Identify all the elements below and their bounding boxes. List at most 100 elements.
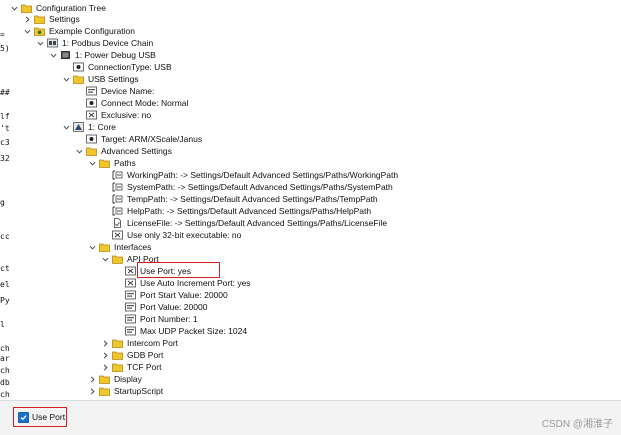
tree-node-label: USB Settings	[88, 74, 139, 84]
tree-node-settings[interactable]: Settings	[23, 13, 80, 25]
chevron-down-icon[interactable]	[62, 121, 71, 133]
tree-node-label: Advanced Settings	[101, 146, 172, 156]
tree-node-device-name[interactable]: Device Name:	[75, 85, 154, 97]
tree-node-label: Port Start Value: 20000	[140, 290, 228, 300]
tree-node-tcf[interactable]: TCF Port	[101, 361, 161, 373]
tree-node-display[interactable]: Display	[88, 373, 142, 385]
tree-spacer	[101, 205, 110, 217]
folder-icon	[112, 254, 123, 264]
tree-spacer	[101, 169, 110, 181]
tree-spacer	[62, 61, 71, 73]
tree-spacer	[75, 109, 84, 121]
code-fragment: c3	[0, 138, 10, 147]
folder-icon	[21, 3, 32, 13]
tree-node-auto-increment[interactable]: Use Auto Increment Port: yes	[114, 277, 251, 289]
tree-node-startup[interactable]: StartupScript	[88, 385, 163, 397]
chevron-down-icon[interactable]	[23, 25, 32, 37]
chevron-down-icon[interactable]	[88, 241, 97, 253]
use-port-label: Use Port	[32, 412, 66, 422]
code-fragment: 't	[0, 124, 10, 133]
tree-node-label: Example Configuration	[49, 26, 135, 36]
file-icon	[112, 218, 123, 228]
tree-node-root[interactable]: Configuration Tree	[10, 2, 106, 14]
chevron-right-icon[interactable]	[88, 373, 97, 385]
core-icon	[73, 122, 84, 132]
chevron-down-icon[interactable]	[49, 49, 58, 61]
tree-node-label: Max UDP Packet Size: 1024	[140, 326, 248, 336]
tree-node-label: 1: Core	[88, 122, 116, 132]
folder-icon	[86, 146, 97, 156]
tree-node-use-32bit[interactable]: Use only 32-bit executable: no	[101, 229, 241, 241]
chevron-right-icon[interactable]	[88, 385, 97, 397]
code-fragment: lf	[0, 112, 10, 121]
checkbox-checked-icon[interactable]	[18, 411, 29, 423]
tree-node-working-path[interactable]: WorkingPath: -> Settings/Default Advance…	[101, 169, 398, 181]
tree-node-help-path[interactable]: HelpPath: -> Settings/Default Advanced S…	[101, 205, 371, 217]
chevron-down-icon[interactable]	[36, 37, 45, 49]
tree-node-label: API Port	[127, 254, 159, 264]
tree-node-example[interactable]: Example Configuration	[23, 25, 135, 37]
tree-node-system-path[interactable]: SystemPath: -> Settings/Default Advanced…	[101, 181, 393, 193]
tree-node-use-port[interactable]: Use Port: yes	[114, 265, 191, 277]
usb-device-icon	[60, 50, 71, 60]
tree-node-license-file[interactable]: LicenseFile: -> Settings/Default Advance…	[101, 217, 387, 229]
chevron-right-icon[interactable]	[101, 349, 110, 361]
code-fragment: 5)	[0, 44, 10, 53]
path-link-icon	[112, 182, 123, 192]
tree-node-label: Port Number: 1	[140, 314, 198, 324]
tree-node-label: Connect Mode: Normal	[101, 98, 189, 108]
tree-node-conn-type[interactable]: ConnectionType: USB	[62, 61, 172, 73]
use-port-checkbox[interactable]: Use Port	[13, 407, 67, 427]
boolean-value-icon	[125, 266, 136, 276]
tree-node-label: Device Name:	[101, 86, 155, 96]
tree-node-chain[interactable]: 1: Podbus Device Chain	[36, 37, 153, 49]
tree-node-port-start[interactable]: Port Start Value: 20000	[114, 289, 228, 301]
tree-node-label: Port Value: 20000	[140, 302, 208, 312]
code-fragment: ch	[0, 390, 10, 399]
tree-node-advanced[interactable]: Advanced Settings	[75, 145, 172, 157]
text-value-icon	[125, 326, 136, 336]
tree-node-temp-path[interactable]: TempPath: -> Settings/Default Advanced S…	[101, 193, 378, 205]
chevron-down-icon[interactable]	[101, 253, 110, 265]
tree-node-label: LicenseFile: -> Settings/Default Advance…	[127, 218, 388, 228]
tree-node-label: Exclusive: no	[101, 110, 152, 120]
chevron-right-icon[interactable]	[101, 337, 110, 349]
editor-background-strip: =5)##lf'tc332gccctelPylcharchdbche(	[0, 0, 10, 434]
chevron-down-icon[interactable]	[75, 145, 84, 157]
chevron-down-icon[interactable]	[10, 2, 19, 14]
tree-node-intercom[interactable]: Intercom Port	[101, 337, 178, 349]
tree-node-gdb[interactable]: GDB Port	[101, 349, 163, 361]
code-fragment: Py	[0, 296, 10, 305]
tree-spacer	[101, 217, 110, 229]
tree-node-power[interactable]: 1: Power Debug USB	[49, 49, 156, 61]
tree-node-label: Configuration Tree	[36, 3, 106, 13]
tree-node-port-number[interactable]: Port Number: 1	[114, 313, 198, 325]
tree-node-label: Use Auto Increment Port: yes	[140, 278, 251, 288]
tree-node-usb-settings[interactable]: USB Settings	[62, 73, 139, 85]
path-link-icon	[112, 194, 123, 204]
chevron-down-icon[interactable]	[62, 73, 71, 85]
tree-node-interfaces[interactable]: Interfaces	[88, 241, 151, 253]
tree-node-port-value[interactable]: Port Value: 20000	[114, 301, 207, 313]
tree-spacer	[114, 301, 123, 313]
tree-node-api-port[interactable]: API Port	[101, 253, 159, 265]
configuration-folder-icon	[34, 26, 45, 36]
tree-node-label: TCF Port	[127, 362, 162, 372]
code-fragment: ct	[0, 264, 10, 273]
folder-icon	[99, 374, 110, 384]
chevron-right-icon[interactable]	[101, 361, 110, 373]
tree-node-core[interactable]: 1: Core	[62, 121, 116, 133]
tree-node-label: Target: ARM/XScale/Janus	[101, 134, 203, 144]
tree-node-max-udp[interactable]: Max UDP Packet Size: 1024	[114, 325, 247, 337]
device-chain-icon	[47, 38, 58, 48]
tree-node-target[interactable]: Target: ARM/XScale/Janus	[75, 133, 202, 145]
chevron-right-icon[interactable]	[23, 13, 32, 25]
chevron-down-icon[interactable]	[88, 157, 97, 169]
tree-node-paths[interactable]: Paths	[88, 157, 136, 169]
tree-node-exclusive[interactable]: Exclusive: no	[75, 109, 151, 121]
tree-node-connect-mode[interactable]: Connect Mode: Normal	[75, 97, 188, 109]
folder-icon	[34, 14, 45, 24]
tree-node-label: WorkingPath: -> Settings/Default Advance…	[127, 170, 399, 180]
tree-spacer	[101, 181, 110, 193]
